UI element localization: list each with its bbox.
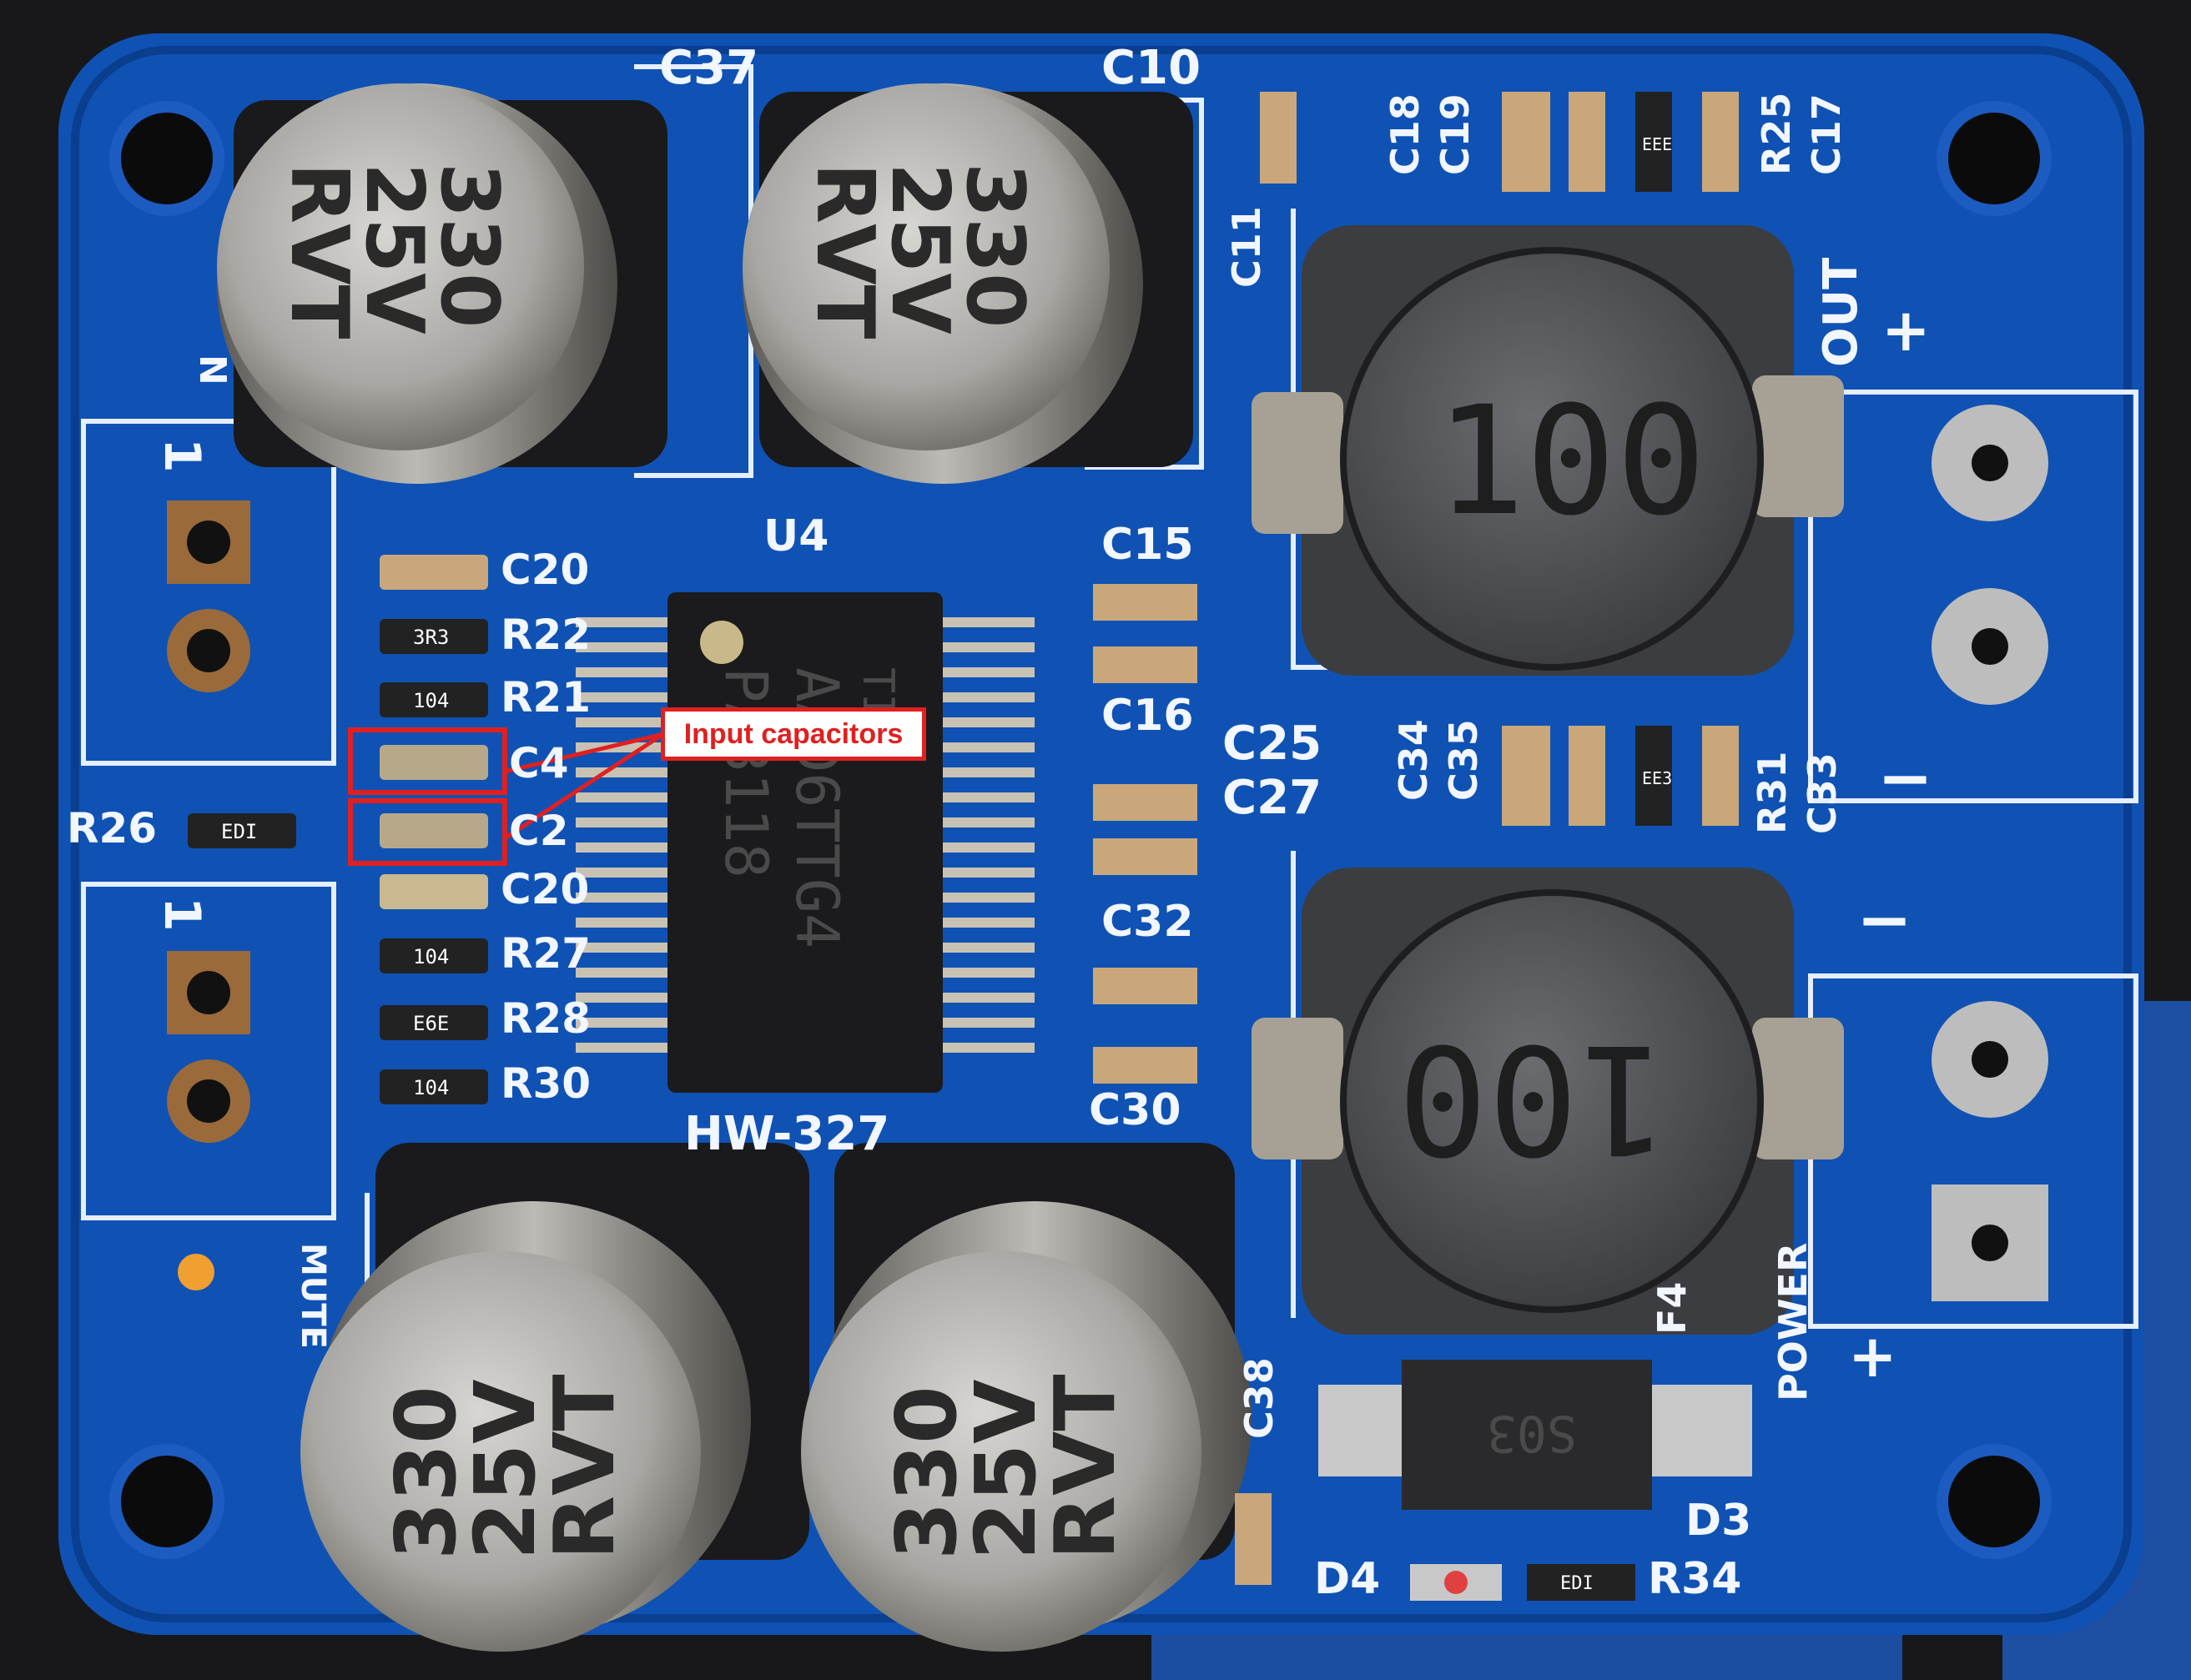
label-one-b: 1 [153,897,211,932]
svg-text:104: 104 [413,689,449,712]
input-header-pads [167,500,250,1143]
svg-text:104: 104 [413,945,449,968]
label-r27: R27 [501,929,591,978]
label-d4: D4 [1314,1554,1380,1604]
svg-text:RVT: RVT [273,163,365,340]
label-c33: C33 [1800,752,1845,834]
label-c17: C17 [1804,93,1849,175]
label-f4: F4 [1650,1282,1695,1335]
label-c27: C27 [1222,771,1322,825]
label-hw327: HW-327 [684,1107,889,1161]
svg-text:330: 330 [878,1386,975,1560]
svg-text:104: 104 [413,1076,449,1099]
label-one-a: 1 [153,438,211,473]
svg-text:RVT: RVT [1036,1374,1134,1560]
label-power: POWER [1770,1243,1816,1401]
smd-right-column [1093,584,1197,1084]
silkscreen-labels: C37 C10 C18 C19 R25 C17 C11 OUT + U4 C15… [67,41,1933,1604]
label-c11: C11 [1224,206,1269,288]
svg-text:25V: 25V [456,1379,554,1560]
label-c20b: C20 [501,865,589,913]
svg-text:100: 100 [1435,375,1706,549]
label-n: N [191,355,234,385]
svg-text:EDI: EDI [1560,1573,1594,1594]
capacitor-c37: 330 25V RVT [217,83,667,484]
label-out: OUT [1814,258,1868,367]
capacitor-bottom-right: 330 25V RVT [801,1143,1252,1652]
label-c19: C19 [1433,93,1478,175]
label-d3: D3 [1685,1496,1751,1546]
label-c20a: C20 [501,546,589,594]
label-mute: MUTE [294,1243,332,1349]
label-plus-low: + [1848,1322,1897,1391]
label-r22: R22 [501,611,591,659]
callout-shapes [348,727,665,866]
svg-text:330: 330 [423,163,515,328]
label-c16: C16 [1101,691,1194,741]
label-c25: C25 [1222,717,1322,771]
bottom-smd: EDI [178,1254,1635,1601]
svg-text:S03: S03 [1487,1404,1577,1462]
svg-text:3R3: 3R3 [413,626,449,649]
label-c30: C30 [1089,1085,1181,1135]
capacitor-bottom-left: 330 25V RVT [300,1143,809,1652]
svg-text:330: 330 [949,163,1040,328]
label-minus-mid: − [1877,739,1933,817]
svg-text:25V: 25V [957,1379,1055,1560]
label-u4: U4 [763,511,829,561]
smd-left-column: 3R3 104 104 E6E 104 EDI [188,555,488,1104]
inductor-bottom: 100 [1252,868,1844,1335]
svg-text:100: 100 [1398,1011,1669,1185]
label-c35: C35 [1441,719,1486,801]
label-c37: C37 [659,41,758,95]
callout-input-capacitors: Input capacitors [661,707,926,761]
label-r34: R34 [1648,1554,1741,1604]
inductor-top: 100 [1252,225,1844,676]
label-c18: C18 [1383,93,1428,175]
svg-text:E6E: E6E [413,1012,449,1035]
label-c10: C10 [1101,41,1201,95]
svg-text:EEE: EEE [1642,134,1672,154]
mounting-holes [109,101,2052,1559]
svg-text:RVT: RVT [536,1374,633,1560]
label-r31: R31 [1750,752,1795,834]
label-c38: C38 [1237,1357,1282,1439]
svg-text:330: 330 [377,1386,475,1560]
diode-d3: S03 [1318,1360,1752,1510]
label-c34: C34 [1391,719,1436,801]
output-terminals [1932,405,2048,1301]
svg-text:PA3118: PA3118 [712,667,780,878]
label-minus-low: − [1856,881,1912,958]
svg-text:25V: 25V [348,163,440,334]
capacitor-c10: 330 25V RVT [743,83,1193,484]
smd-top-right: EEE EE3 [1260,92,1739,826]
label-r28: R28 [501,994,591,1043]
label-r25: R25 [1754,93,1799,175]
label-plus-top: + [1881,296,1931,365]
label-r26: R26 [67,804,157,853]
label-c4: C4 [509,739,568,787]
amplifier-ic-u4: TI AAD6TTG4 PA3118 [576,592,1035,1093]
svg-text:25V: 25V [874,163,965,334]
label-c2: C2 [509,807,568,855]
svg-text:EE3: EE3 [1642,768,1672,788]
svg-text:RVT: RVT [798,163,890,340]
label-r21: R21 [501,673,591,722]
label-c15: C15 [1101,520,1194,570]
label-c32: C32 [1101,897,1194,947]
svg-text:EDI: EDI [221,820,257,843]
label-r30: R30 [501,1059,591,1108]
